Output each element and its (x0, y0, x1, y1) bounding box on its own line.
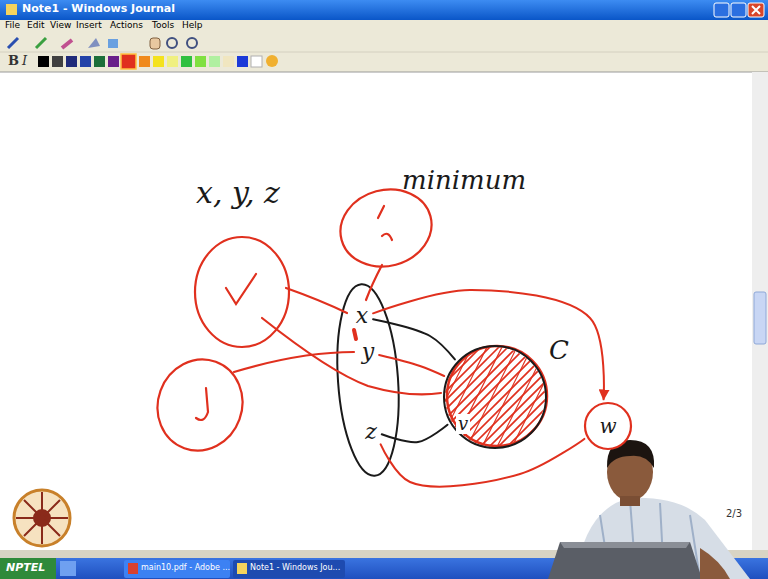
menu-item: Help (182, 21, 203, 31)
vertex-label: x (354, 303, 370, 329)
window-title: Note1 - Windows Journal (22, 3, 175, 15)
vertex-label: z (363, 419, 379, 445)
title-bar (0, 0, 768, 20)
task-icon (237, 563, 247, 574)
menu-item: File (5, 21, 20, 31)
task-button (233, 560, 345, 578)
start-label: NPTEL (6, 562, 45, 574)
menu-item: Tools (152, 21, 174, 31)
task-label: Note1 - Windows Jou... (250, 564, 340, 573)
graph-edge (373, 290, 604, 399)
vertex-circle: w (584, 402, 632, 450)
menu-item: Actions (110, 21, 143, 31)
component-circles (145, 179, 441, 462)
quick-launch-icon (60, 561, 76, 576)
minimize-button (714, 3, 729, 17)
toolbar-icons (8, 38, 197, 49)
vertex-name: x (356, 305, 368, 327)
task-label: main10.pdf - Adobe ... (141, 564, 230, 573)
color-palette (38, 54, 278, 69)
close-button (748, 3, 764, 17)
toolbar (0, 34, 768, 72)
menu-bar (0, 20, 768, 34)
menu-item: View (50, 21, 71, 31)
vertex-label: v (456, 414, 470, 434)
handwritten-note: minimum (402, 166, 526, 195)
note-canvas (0, 72, 752, 550)
vertex-name: w (599, 416, 616, 436)
vertex-label: y (360, 339, 376, 365)
handwritten-note: x, y, z (196, 176, 280, 209)
graph-edge (379, 355, 444, 376)
italic-button: I (22, 54, 27, 68)
start-button (0, 558, 56, 579)
vertex-name: y (362, 341, 374, 363)
graph-edge (382, 425, 448, 442)
close-glyph (752, 6, 760, 14)
presenter-video (548, 440, 750, 579)
app-icon (6, 4, 17, 15)
task-button (124, 560, 230, 578)
maximize-button (731, 3, 746, 17)
vertex-circle-outline (585, 403, 631, 449)
graph-edge (373, 319, 455, 359)
scrollbar (752, 72, 768, 550)
vertex-name: z (365, 421, 377, 443)
task-icon (128, 563, 138, 574)
menu-item: Edit (27, 21, 44, 31)
bold-button: B (8, 54, 19, 68)
canvas-border (0, 72, 768, 73)
toolbar-divider (0, 52, 768, 53)
cluster-hatching (235, 345, 645, 449)
page-number: 2/3 (726, 508, 742, 519)
menu-item: Insert (76, 21, 102, 31)
cluster-label: C (549, 337, 569, 363)
nptel-logo (14, 490, 70, 546)
cluster-black-outline (444, 346, 546, 448)
scroll-thumb (754, 292, 766, 344)
